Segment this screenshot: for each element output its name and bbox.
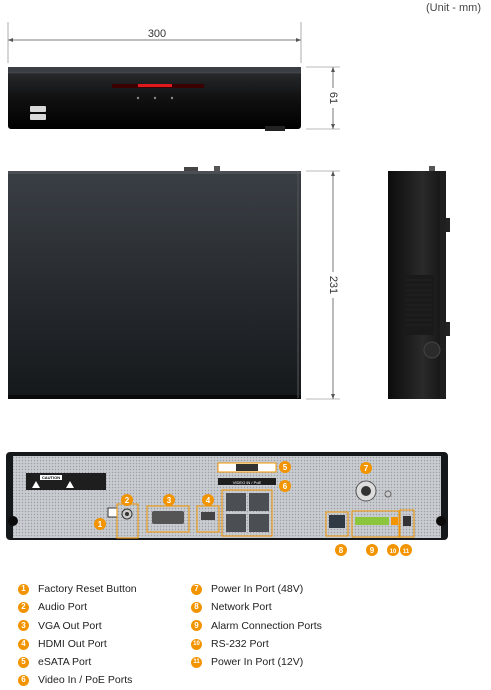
legend-item: 4 HDMI Out Port xyxy=(18,635,137,653)
depth-dimension: 231 xyxy=(327,276,339,294)
callout-9: 9 xyxy=(366,544,378,556)
rear-panel: CAUTION eSATA VIDEO IN / PoE xyxy=(6,452,448,540)
side-view xyxy=(388,166,450,399)
legend-label: Video In / PoE Ports xyxy=(38,674,133,687)
legend-item: 8 Network Port xyxy=(191,598,322,616)
svg-text:1: 1 xyxy=(98,520,103,529)
svg-text:11: 11 xyxy=(403,549,410,555)
legend-label: Power In Port (48V) xyxy=(211,583,304,595)
legend-item: 10 RS-232 Port xyxy=(191,635,322,653)
legend-item: 11 Power In Port (12V) xyxy=(191,653,322,671)
svg-text:10: 10 xyxy=(390,549,397,555)
callout-1: 1 xyxy=(94,518,106,530)
callout-8: 8 xyxy=(335,544,347,556)
width-dimension: 300 xyxy=(148,28,166,40)
legend-number: 4 xyxy=(18,638,29,650)
svg-text:9: 9 xyxy=(370,546,375,555)
svg-text:3: 3 xyxy=(167,496,172,505)
video-poe-label: VIDEO IN / PoE xyxy=(233,480,262,485)
legend-number: 11 xyxy=(191,656,202,668)
callout-3: 3 xyxy=(163,494,175,506)
callout-4: 4 xyxy=(202,494,214,506)
svg-text:8: 8 xyxy=(339,546,344,555)
callout-11: 11 xyxy=(400,544,412,556)
legend-item: 6 Video In / PoE Ports xyxy=(18,671,137,689)
callout-5: 5 xyxy=(279,461,291,473)
unit-label: (Unit - mm) xyxy=(426,2,481,14)
legend-right: 7 Power In Port (48V) 8 Network Port 9 Alar… xyxy=(191,580,322,671)
legend-number: 10 xyxy=(191,638,202,650)
legend-label: Power In Port (12V) xyxy=(211,656,304,669)
legend-item: 3 VGA Out Port xyxy=(18,617,137,635)
callout-6: 6 xyxy=(279,480,291,492)
height-dimension: 61 xyxy=(327,92,339,104)
legend-number: 6 xyxy=(18,675,29,687)
legend-label: VGA Out Port xyxy=(38,619,102,632)
legend-item: 2 Audio Port xyxy=(18,598,137,616)
svg-text:4: 4 xyxy=(206,496,211,505)
legend-label: RS-232 Port xyxy=(211,637,269,650)
svg-text:7: 7 xyxy=(364,464,369,473)
legend-number: 5 xyxy=(18,656,29,668)
callout-7: 7 xyxy=(360,462,372,474)
legend-item: 1 Factory Reset Button xyxy=(18,580,137,598)
legend-label: Alarm Connection Ports xyxy=(211,619,322,632)
legend-number: 7 xyxy=(191,583,202,595)
svg-text:CAUTION: CAUTION xyxy=(42,475,60,480)
legend-label: Audio Port xyxy=(38,601,88,614)
legend-number: 9 xyxy=(191,620,202,632)
rear-callouts: 1 2 3 4 5 6 7 8 9 10 11 xyxy=(94,461,412,556)
top-view: 231 xyxy=(8,166,340,400)
legend-label: Factory Reset Button xyxy=(38,583,137,595)
svg-text:2: 2 xyxy=(125,496,130,505)
legend-number: 3 xyxy=(18,620,29,632)
svg-text:5: 5 xyxy=(283,463,288,472)
caution-label: CAUTION xyxy=(26,473,106,490)
legend-number: 8 xyxy=(191,601,202,613)
legend-number: 2 xyxy=(18,601,29,613)
legend-item: 5 eSATA Port xyxy=(18,653,137,671)
legend-label: Network Port xyxy=(211,601,272,614)
legend-item: 9 Alarm Connection Ports xyxy=(191,617,322,635)
callout-10: 10 xyxy=(387,544,399,556)
svg-text:6: 6 xyxy=(283,482,288,491)
legend-label: HDMI Out Port xyxy=(38,637,107,650)
callout-2: 2 xyxy=(121,494,133,506)
front-view: 300 61 xyxy=(7,22,340,131)
legend-left: 1 Factory Reset Button 2 Audio Port 3 VGA O… xyxy=(18,580,137,690)
legend-label: eSATA Port xyxy=(38,656,92,669)
legend-number: 1 xyxy=(18,583,29,595)
legend-item: 7 Power In Port (48V) xyxy=(191,580,322,598)
